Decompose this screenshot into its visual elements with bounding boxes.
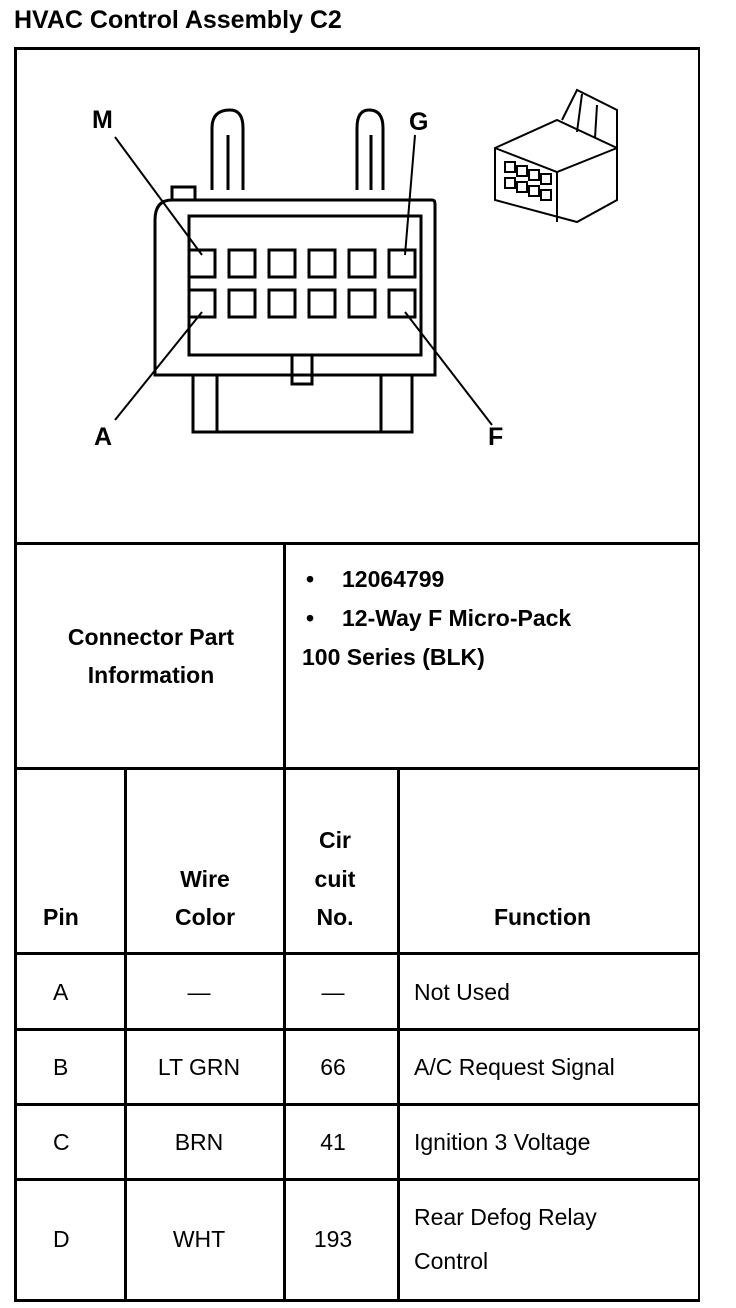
pin-label-m: M [92,106,113,134]
divider-part-info-col [283,545,286,767]
row-d-circuit: 193 [313,1226,353,1252]
page-title: HVAC Control Assembly C2 [14,6,342,34]
row-a-circuit: — [321,979,345,1005]
connector-description: 12-Way F Micro-Pack [342,605,572,631]
divider-diagram [14,542,700,545]
row-c-circuit: 41 [320,1129,346,1155]
part-info-label-line1: Connector Part [67,624,235,650]
header-circuit-2: cuit [314,866,356,892]
row-c-pin: C [53,1129,70,1155]
connector-table-frame [14,47,700,1302]
divider-row-a [14,1028,700,1031]
row-c-function: Ignition 3 Voltage [414,1129,591,1155]
row-b-function: A/C Request Signal [414,1054,615,1080]
connector-face-drawing [153,108,437,434]
row-a-pin: A [53,979,69,1005]
connector-part-info-label: Connector Part Information [17,545,285,767]
row-b-wire-color: LT GRN [157,1054,241,1080]
row-d-function-line1: Rear Defog Relay [414,1204,597,1230]
row-a-function: Not Used [414,979,510,1005]
pin-label-f: F [488,423,503,451]
connector-3d-view [494,88,618,224]
row-a-wire-color: — [187,979,211,1005]
connector-diagram: M G A F [92,88,618,451]
row-d-function-line2: Control [414,1248,489,1274]
header-function: Function [493,904,592,930]
row-d-pin: D [53,1226,70,1252]
connector-part-details: • 12064799 • 12-Way F Micro-Pack 100 Serie… [302,560,571,677]
divider-header [14,952,700,955]
pin-leader-lines [114,134,493,426]
divider-col-wire [283,770,286,1302]
divider-col-pin [124,770,127,1302]
header-circuit-3: No. [316,904,354,930]
part-number: 12064799 [342,566,445,592]
divider-col-circuit [397,770,400,1302]
bullet: • [306,605,315,631]
header-wire-color-2: Color [174,904,236,930]
header-circuit-1: Cir [319,827,351,853]
header-wire-color-1: Wire [180,866,230,892]
row-d-wire-color: WHT [172,1226,226,1252]
row-b-circuit: 66 [320,1054,346,1080]
row-b-pin: B [53,1054,69,1080]
part-info-label-line2: Information [87,662,215,688]
divider-part-info [14,767,700,770]
pin-label-g: G [409,108,428,136]
bullet: • [306,566,315,592]
header-pin: Pin [43,904,79,930]
connector-series: 100 Series (BLK) [302,644,485,670]
row-c-wire-color: BRN [174,1129,224,1155]
divider-row-b [14,1103,700,1106]
divider-row-c [14,1178,700,1181]
pin-label-a: A [94,423,112,451]
